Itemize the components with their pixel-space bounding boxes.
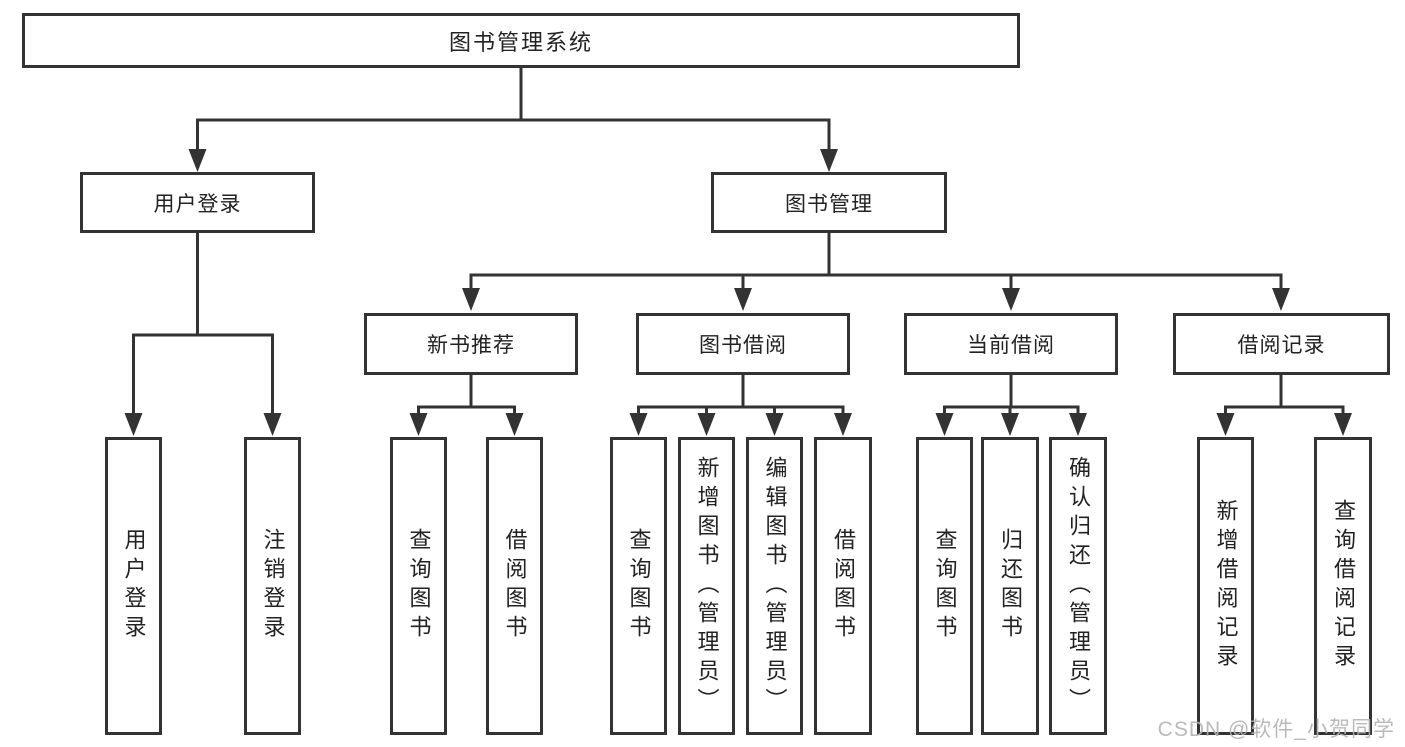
node-current-borrowing: 当前借阅 (904, 313, 1118, 375)
node-new-book-recommend: 新书推荐 (364, 313, 578, 375)
node-borrow-books: 借阅图书 (814, 437, 872, 735)
node-label: 借阅图书 (831, 528, 856, 644)
node-query-books: 查询图书 (916, 437, 973, 735)
node-add-borrow-record: 新增借阅记录 (1197, 437, 1254, 735)
node-confirm-return-admin: 确认归还（管理员） (1049, 437, 1107, 735)
node-label: 确认归还（管理员） (1066, 455, 1091, 717)
node-label: 查询图书 (626, 528, 652, 644)
arrowhead-icons (124, 149, 1352, 436)
node-add-books-admin: 新增图书（管理员） (678, 437, 735, 735)
node-label: 查询图书 (406, 528, 432, 644)
node-label: 查询图书 (932, 528, 958, 644)
node-return-books: 归还图书 (981, 437, 1039, 735)
node-borrow-books: 借阅图书 (486, 437, 543, 735)
node-label: 查询借阅记录 (1331, 499, 1356, 673)
node-library-management-system: 图书管理系统 (22, 13, 1020, 68)
node-book-borrowing: 图书借阅 (636, 313, 850, 375)
node-label: 编辑图书（管理员） (762, 455, 788, 717)
node-label: 注销登录 (260, 528, 286, 644)
node-label: 归还图书 (998, 528, 1023, 644)
node-query-borrow-record: 查询借阅记录 (1314, 437, 1372, 735)
node-query-books: 查询图书 (390, 437, 447, 735)
node-user-login-leaf: 用户登录 (105, 437, 162, 735)
node-book-management: 图书管理 (711, 172, 947, 233)
node-logout: 注销登录 (244, 437, 301, 735)
node-edit-books-admin: 编辑图书（管理员） (746, 437, 803, 735)
node-user-login: 用户登录 (80, 172, 315, 233)
node-label: 借阅图书 (502, 528, 528, 644)
node-label: 新增借阅记录 (1213, 499, 1239, 673)
node-query-books: 查询图书 (610, 437, 667, 735)
node-label: 用户登录 (121, 528, 147, 644)
node-label: 新增图书（管理员） (694, 455, 720, 717)
node-borrowing-records: 借阅记录 (1173, 313, 1390, 375)
csdn-watermark: CSDN @软件_小贺同学 (1157, 718, 1395, 741)
